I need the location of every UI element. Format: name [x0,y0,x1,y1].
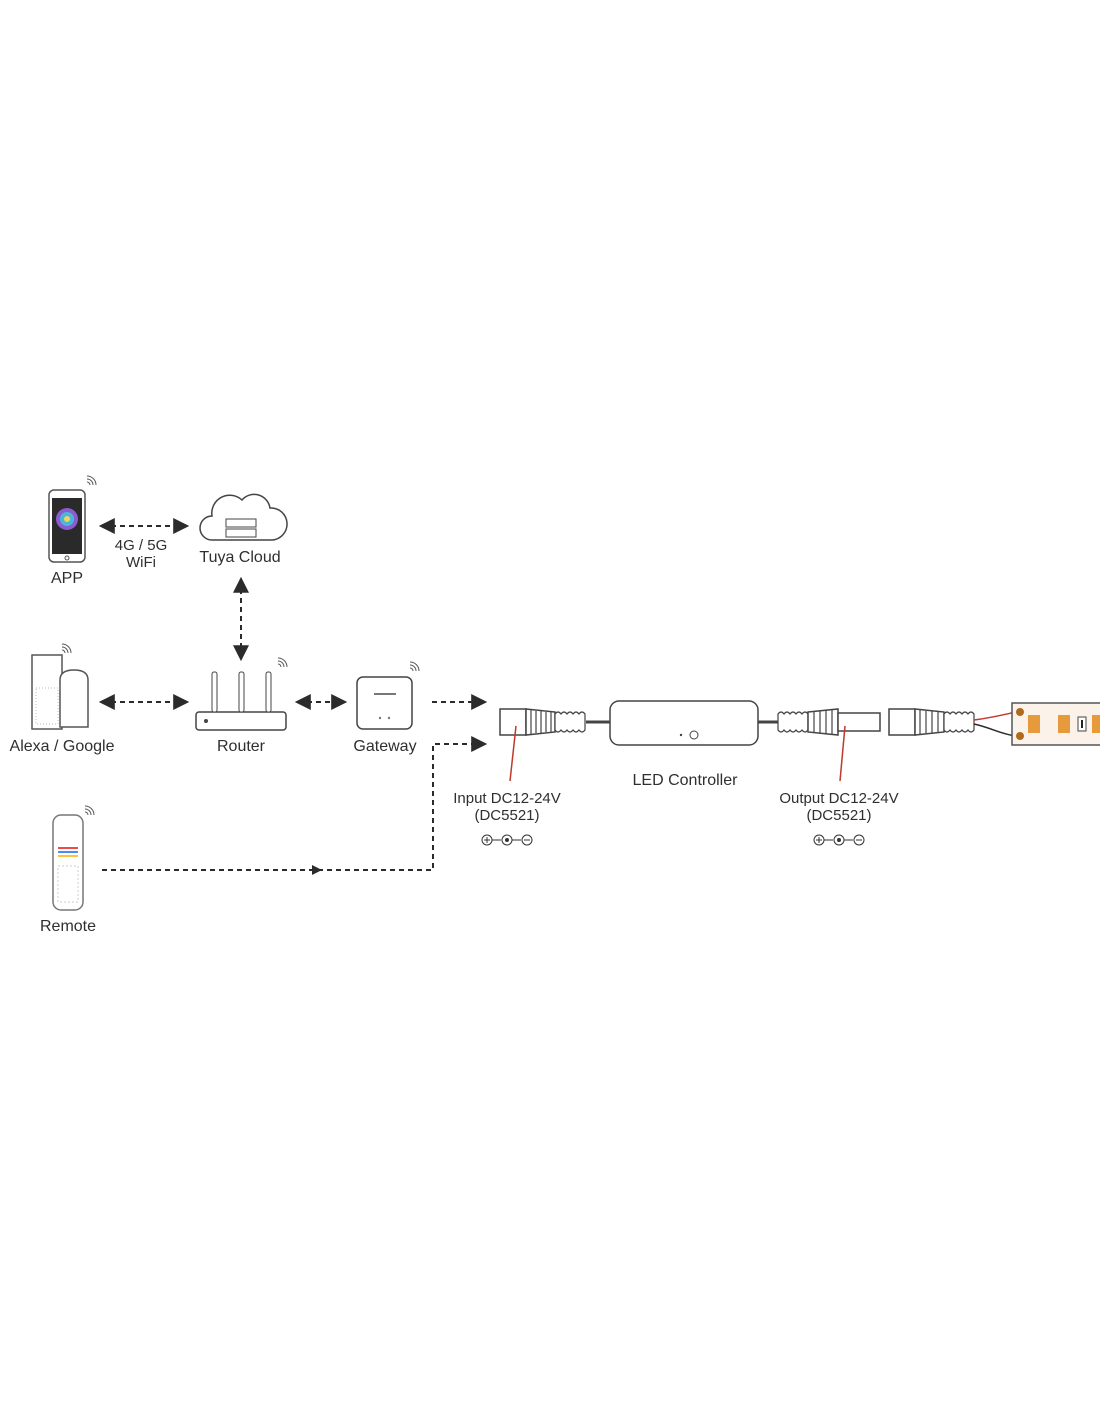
led-strip [1011,702,1100,746]
app-label: APP [50,570,84,587]
router-label: Router [216,738,266,755]
input-connector [499,708,610,736]
output-label: Output DC12-24V (DC5521) [779,790,898,824]
cloud-label: Tuya Cloud [199,549,281,566]
input-label-line1: Input DC12-24V [453,790,561,807]
router-icon [195,657,288,731]
output-label-line1: Output DC12-24V [779,790,899,807]
gateway-icon [356,661,420,730]
link-label-line2: WiFi [126,554,156,571]
smart-speaker-icon [31,643,89,730]
input-leader [509,725,517,782]
link-remote-controller [102,736,488,875]
led-controller-box [609,700,759,746]
link-label-line1: 4G / 5G [114,537,168,554]
output-connector [758,708,881,736]
alexa-label: Alexa / Google [9,738,115,755]
output-leader [839,725,846,782]
phone-icon [48,475,97,563]
remote-label: Remote [39,918,97,935]
input-polarity-icon [481,834,533,846]
gateway-label: Gateway [353,738,417,755]
strip-connector [888,708,1017,737]
cloud-icon [199,493,288,541]
input-label: Input DC12-24V (DC5521) [453,790,561,824]
output-label-line2: (DC5521) [806,807,872,824]
remote-icon [52,805,95,911]
link-label-network: 4G / 5G WiFi [115,537,168,571]
output-polarity-icon [813,834,865,846]
controller-label: LED Controller [632,772,738,789]
input-label-line2: (DC5521) [474,807,540,824]
